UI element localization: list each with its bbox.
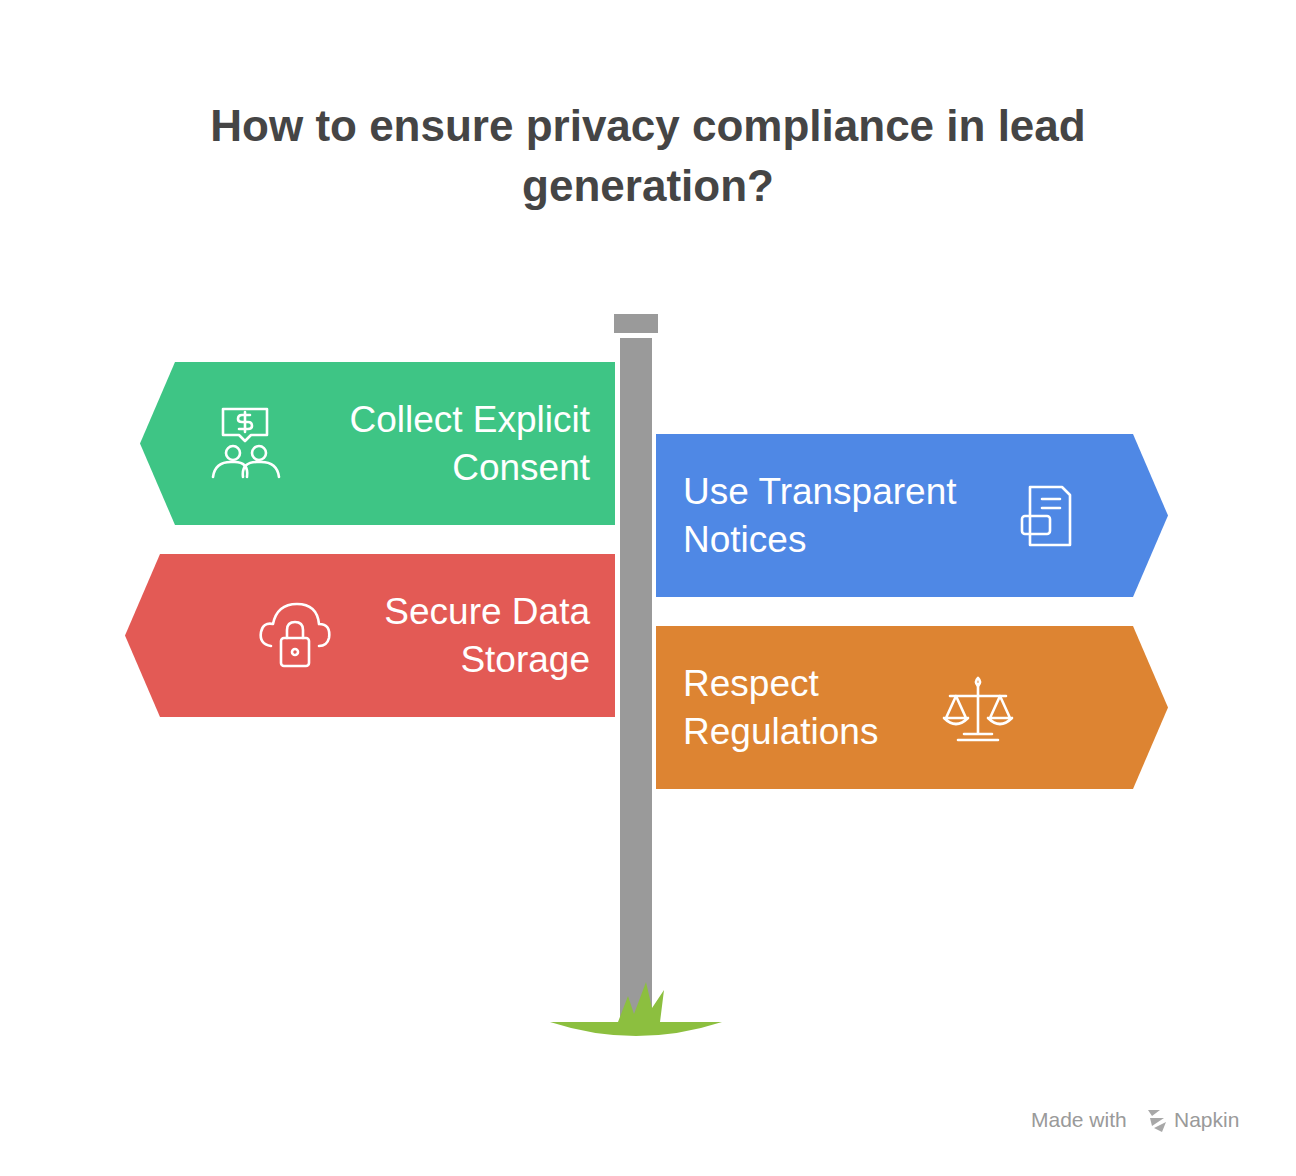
grass-mound: [550, 1022, 722, 1036]
post-cap: [614, 314, 658, 333]
sign-board: Collect Explicit Consent: [140, 362, 615, 525]
sign-label: Respect Regulations: [683, 660, 1013, 756]
sign-fill: [140, 362, 615, 525]
sign-shape: [656, 626, 1168, 789]
sign-fill: [656, 434, 1168, 597]
sign-label: Secure Data Storage: [290, 588, 590, 684]
sign-fill: [125, 554, 615, 717]
watermark: Napkin: [1174, 1108, 1239, 1132]
sign-board: Secure Data Storage: [125, 554, 615, 717]
sign-label: Collect Explicit Consent: [290, 396, 590, 492]
sign-label: Use Transparent Notices: [683, 468, 1013, 564]
sign-board: Respect Regulations: [656, 626, 1168, 789]
sign-fill: [656, 626, 1168, 789]
sign-shape: [125, 554, 615, 717]
sign-shape: [140, 362, 615, 525]
diagram-title: How to ensure privacy compliance in lead…: [118, 96, 1178, 216]
sign-shape: [656, 434, 1168, 597]
napkin-logo: [1148, 1110, 1166, 1132]
grass-blades: [618, 982, 664, 1022]
post-pole: [620, 338, 652, 1020]
sign-board: Use Transparent Notices: [656, 434, 1168, 597]
watermark: Made with: [1031, 1108, 1127, 1132]
